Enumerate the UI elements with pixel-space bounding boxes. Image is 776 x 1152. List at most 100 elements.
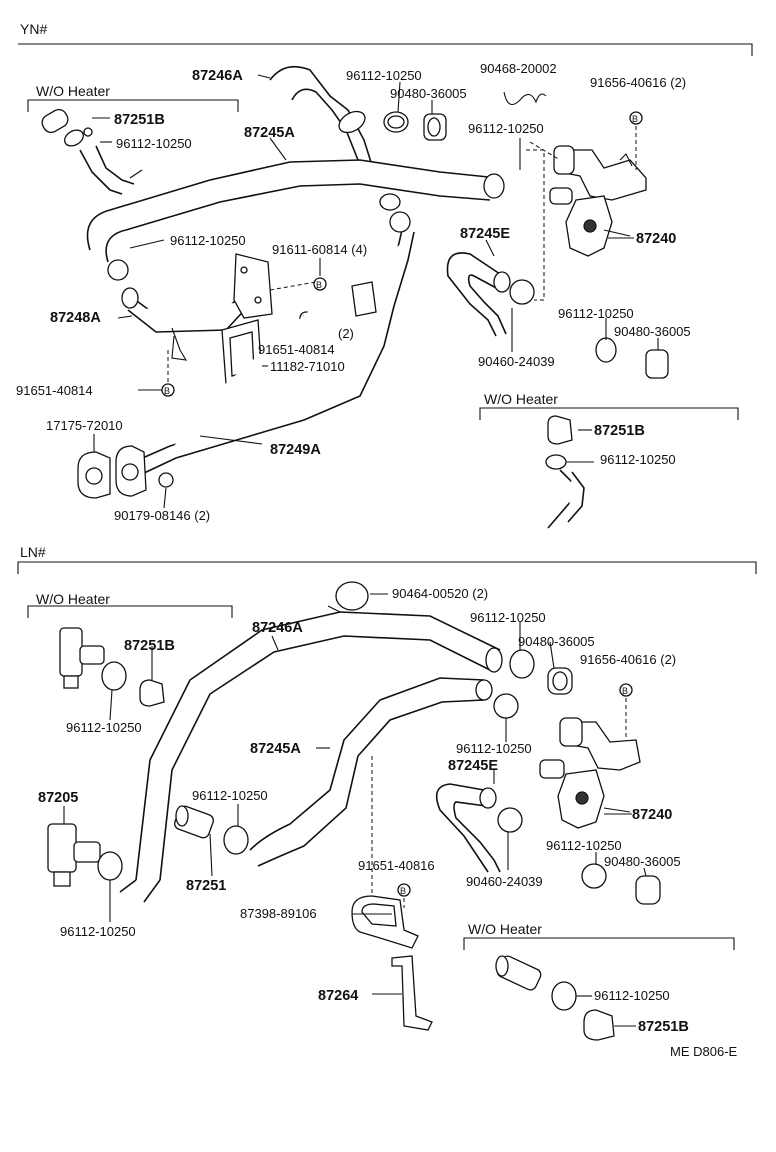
label-87251B: 87251B xyxy=(124,638,175,654)
leader-lines-ln xyxy=(63,593,647,1027)
label-96112-10250: 96112-10250 xyxy=(116,136,192,151)
label-11182-71010: 11182-71010 xyxy=(270,359,345,374)
label-87246A: 87246A xyxy=(192,68,243,84)
pipe-87248A-yn xyxy=(121,253,273,333)
hose-87246A-ln xyxy=(119,611,503,903)
svg-text:B: B xyxy=(632,114,638,124)
clamp-icon xyxy=(581,863,607,889)
clamp-icon xyxy=(551,981,577,1011)
svg-text:B: B xyxy=(316,280,322,290)
label-96112-10250: 96112-10250 xyxy=(594,988,670,1003)
hose-87245E-ln xyxy=(435,783,501,873)
label-87245A: 87245A xyxy=(250,741,301,757)
hose-87245E-yn xyxy=(446,252,511,337)
clamp-icon xyxy=(379,193,401,211)
clamp-icon xyxy=(545,454,567,470)
bracket-87398 xyxy=(351,895,419,949)
label-91651-40814: 91651-40814 xyxy=(16,383,93,398)
fitting-87251 xyxy=(174,805,214,839)
svg-text:B: B xyxy=(164,386,170,396)
label-96112-10250: 96112-10250 xyxy=(546,838,622,853)
label-90468-20002: 90468-20002 xyxy=(480,61,557,76)
label-96112-10250: 96112-10250 xyxy=(468,121,544,136)
label-90179-08146: 90179-08146 (2) xyxy=(114,508,210,523)
wo-heater-bracket-ln-2 xyxy=(463,937,735,950)
label-90480-36005: 90480-36005 xyxy=(390,86,467,101)
clamp-icon xyxy=(107,259,129,281)
clamp-icon xyxy=(383,111,409,133)
gasket-17175-yn xyxy=(77,445,147,499)
svg-text:B: B xyxy=(400,886,406,896)
wire-clip-icon xyxy=(503,91,547,106)
label-90460-24039: 90460-24039 xyxy=(466,874,543,889)
label-96112-10250: 96112-10250 xyxy=(558,306,634,321)
section-bracket-yn xyxy=(18,43,753,56)
label-91651-40814: 91651-40814 xyxy=(258,342,335,357)
label-87248A: 87248A xyxy=(50,310,101,326)
nut-icon xyxy=(158,472,174,488)
stay-87264 xyxy=(391,955,433,1031)
clamp-icon xyxy=(101,661,127,691)
label-17175-72010: 17175-72010 xyxy=(46,418,123,433)
label-91611-60814: 91611-60814 (4) xyxy=(272,242,367,257)
wo-heater-label-yn-1: W/O Heater xyxy=(36,83,110,99)
bolt-b-icon: B xyxy=(629,111,643,125)
footer-code: ME D806-E xyxy=(670,1044,738,1059)
label-96112-10250: 96112-10250 xyxy=(600,452,676,467)
tee-fitting-ln xyxy=(59,627,105,689)
hose-stub-yn-2 xyxy=(567,471,585,523)
grommet-icon xyxy=(635,875,661,905)
label-90480-36005: 90480-36005 xyxy=(614,324,691,339)
label-96112-10250: 96112-10250 xyxy=(60,924,136,939)
label-87245E: 87245E xyxy=(448,758,498,774)
cap-87251B-ln-b xyxy=(583,1009,615,1041)
label-96112-10250: 96112-10250 xyxy=(346,68,422,83)
clamp-icon xyxy=(493,693,519,719)
label-96112-10250: 96112-10250 xyxy=(456,741,532,756)
section-label-yn: YN# xyxy=(20,21,47,37)
wo-heater-bracket-yn-1 xyxy=(27,99,239,112)
label-2: (2) xyxy=(338,326,354,341)
label-90480-36005: 90480-36005 xyxy=(604,854,681,869)
label-87398-89106: 87398-89106 xyxy=(240,906,317,921)
hose-assembly-wo-heater-yn xyxy=(41,108,143,195)
bolt-b-icon: B xyxy=(161,383,175,397)
hose-87245A-ln xyxy=(249,677,493,867)
wo-heater-label-yn-2: W/O Heater xyxy=(484,391,558,407)
label-87251B: 87251B xyxy=(114,112,165,128)
fitting-wo-heater-ln xyxy=(495,955,542,991)
svg-text:B: B xyxy=(622,686,628,696)
grommet-icon xyxy=(645,349,669,379)
bolt-b-icon: B xyxy=(313,277,327,291)
label-90464-00520: 90464-00520 (2) xyxy=(392,586,488,601)
section-label-ln: LN# xyxy=(20,544,46,560)
label-87264: 87264 xyxy=(318,988,358,1004)
wo-heater-label-ln-2: W/O Heater xyxy=(468,921,542,937)
label-91656-40616: 91656-40616 (2) xyxy=(590,75,686,90)
clamp-icon xyxy=(509,279,535,305)
cap-87251B-yn xyxy=(547,415,573,445)
label-87245E: 87245E xyxy=(460,226,510,242)
tee-fitting-87205 xyxy=(47,823,101,887)
label-96112-10250: 96112-10250 xyxy=(66,720,142,735)
wo-heater-label-ln-1: W/O Heater xyxy=(36,591,110,607)
label-96112-10250: 96112-10250 xyxy=(170,233,246,248)
clamp-icon xyxy=(595,337,617,363)
heater-valve-87240-yn xyxy=(549,145,647,257)
clamp-icon xyxy=(97,851,123,881)
cap-87251B-ln xyxy=(139,679,165,707)
wo-heater-bracket-ln-1 xyxy=(27,605,233,618)
label-96112-10250: 96112-10250 xyxy=(470,610,546,625)
grommet-icon xyxy=(547,667,573,695)
label-87251B: 87251B xyxy=(638,1019,689,1035)
label-87240: 87240 xyxy=(632,807,672,823)
wo-heater-bracket-yn-2 xyxy=(479,407,739,420)
clamp-icon xyxy=(83,127,93,137)
band-clamp-icon xyxy=(327,581,369,615)
leader-lines-yn xyxy=(92,74,659,509)
bolt-b-icon: B xyxy=(619,683,633,697)
section-bracket-ln xyxy=(17,561,757,574)
label-87249A: 87249A xyxy=(270,442,321,458)
